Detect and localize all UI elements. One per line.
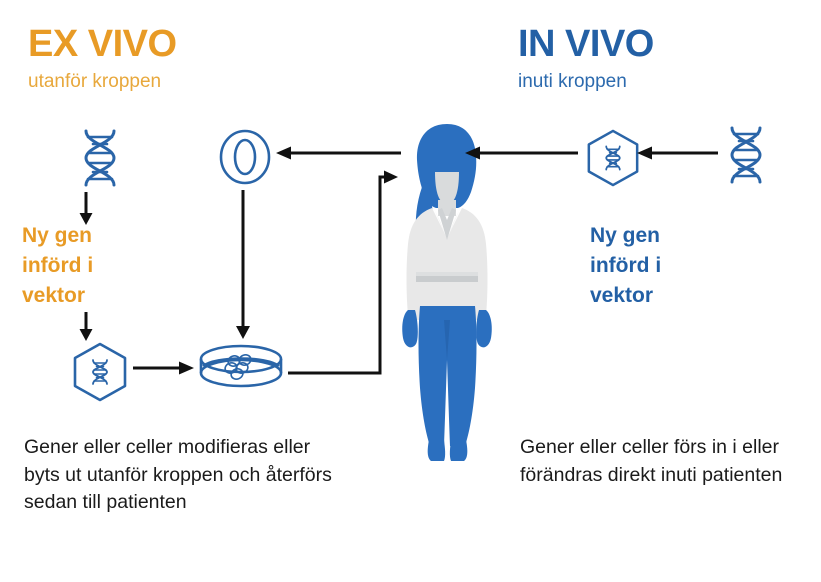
elbow-arrow-petri-to-patient [288, 170, 398, 375]
heading-in-vivo-title: IN VIVO [518, 23, 654, 65]
heading-ex-vivo-title: EX VIVO [28, 23, 177, 65]
heading-in-vivo-subtitle: inuti kroppen [518, 71, 627, 92]
arrow-left-patient-to-cell [276, 146, 401, 160]
arrow-left-vector-to-patient [465, 146, 578, 160]
step-label-new-gene-in-vector-right: Ny gen införd i vektor [590, 224, 662, 307]
arrow-down-dna-to-label [79, 192, 93, 225]
hexagon-vector-dna-icon-left [70, 341, 130, 408]
caption-ex-vivo: Gener eller celler modifieras eller byts… [24, 436, 332, 514]
heading-in-vivo: IN VIVO inuti kroppen [518, 25, 654, 91]
arrow-down-cell-to-petri [236, 190, 250, 339]
step-label-new-gene-in-vector-left: Ny gen införd i vektor [22, 224, 94, 307]
heading-ex-vivo-subtitle: utanför kroppen [28, 71, 162, 92]
heading-ex-vivo: EX VIVO utanför kroppen [28, 25, 177, 91]
arrow-left-dna-to-vector [637, 146, 718, 160]
arrow-down-label-to-vector [79, 312, 93, 341]
dna-helix-icon-right [722, 124, 770, 191]
female-patient-silhouette-icon [388, 120, 506, 470]
cell-with-nucleus-icon [218, 128, 272, 191]
caption-in-vivo: Gener eller celler förs in i eller förän… [520, 436, 783, 486]
arrow-right-vector-to-petri [133, 361, 194, 375]
hexagon-vector-dna-icon-right [584, 128, 642, 193]
dna-helix-icon [76, 127, 124, 194]
petri-dish-with-cells-icon [198, 342, 284, 401]
